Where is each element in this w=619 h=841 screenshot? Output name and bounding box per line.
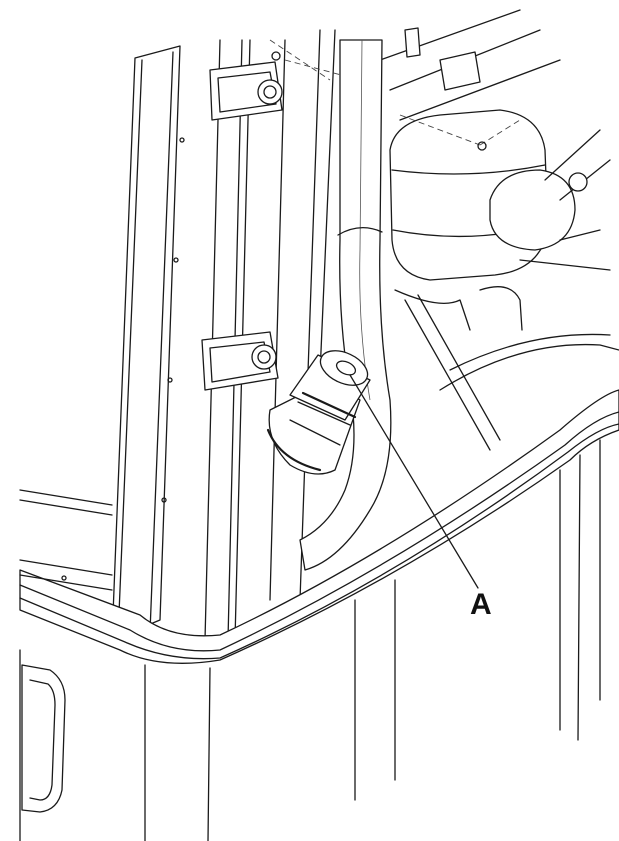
bolt-icon bbox=[568, 172, 588, 192]
hose-fitting bbox=[266, 350, 371, 475]
bolt-icon bbox=[257, 79, 283, 105]
inner-frame-base bbox=[19, 489, 113, 591]
tank-body bbox=[19, 439, 601, 841]
left-side-panel bbox=[111, 45, 185, 641]
upper-bracket bbox=[209, 61, 283, 121]
upper-right-assembly bbox=[379, 9, 611, 451]
bolt-icon bbox=[251, 344, 277, 370]
callout-leader-line bbox=[349, 374, 479, 589]
lower-bracket bbox=[201, 331, 279, 391]
hose bbox=[299, 39, 392, 571]
callout-label-a: A bbox=[470, 588, 492, 621]
